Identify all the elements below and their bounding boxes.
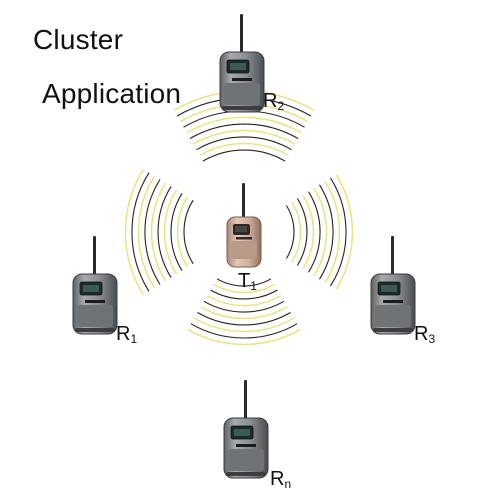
label-receiver-left: R1 [116, 323, 138, 346]
wave-arc-down [197, 312, 291, 326]
wave-arc-right [291, 201, 302, 263]
wave-arc-down [210, 289, 278, 300]
wave-arc-left [124, 168, 145, 296]
wave-arc-down [213, 283, 275, 294]
receiver-left-device [72, 235, 118, 335]
wave-arc-up [186, 116, 302, 134]
wave-arc-down [203, 300, 285, 313]
wave-arc-right [335, 174, 354, 290]
label-receiver-top: R2 [263, 90, 285, 113]
wave-arc-right [296, 198, 308, 266]
wave-arc-left [163, 189, 178, 275]
wave-arc-right [308, 191, 321, 273]
title-line-1: Cluster [33, 24, 124, 55]
wave-arc-right [313, 187, 328, 277]
wave-arc-left [176, 196, 189, 268]
wave-arc-left [131, 172, 150, 292]
wave-arc-up [202, 149, 286, 162]
transmitter-device [226, 182, 262, 268]
wave-arc-left [137, 175, 156, 289]
wave-arc-right [330, 177, 347, 287]
label-receiver-right: R3 [414, 323, 436, 346]
receiver-top-device [219, 13, 265, 113]
receiver-bottom-device [223, 379, 269, 479]
wave-arc-right [285, 205, 295, 259]
wave-arc-left [170, 193, 183, 271]
label-transmitter: T1 [238, 270, 257, 293]
wave-arc-left [150, 182, 167, 282]
wave-arc-left [157, 186, 172, 278]
wave-arc-down [190, 323, 298, 339]
wave-arc-up [199, 142, 289, 157]
wave-arc-down [206, 295, 282, 307]
wave-arc-right [324, 181, 341, 283]
wave-arc-left [183, 199, 194, 265]
wave-arc-up [189, 123, 299, 139]
wave-arc-right [319, 184, 334, 280]
wave-arc-up [196, 136, 292, 151]
receiver-right-device [370, 235, 416, 335]
wave-arc-down [193, 317, 295, 333]
wave-arc-left [144, 179, 161, 285]
wave-arc-down [200, 306, 288, 320]
wave-arc-right [302, 194, 315, 270]
wave-arc-up [192, 129, 296, 145]
wave-arc-down [216, 278, 272, 287]
wave-arc-down [187, 328, 301, 346]
title-line-2: Application [42, 78, 182, 109]
label-receiver-bottom: Rn [270, 468, 292, 491]
